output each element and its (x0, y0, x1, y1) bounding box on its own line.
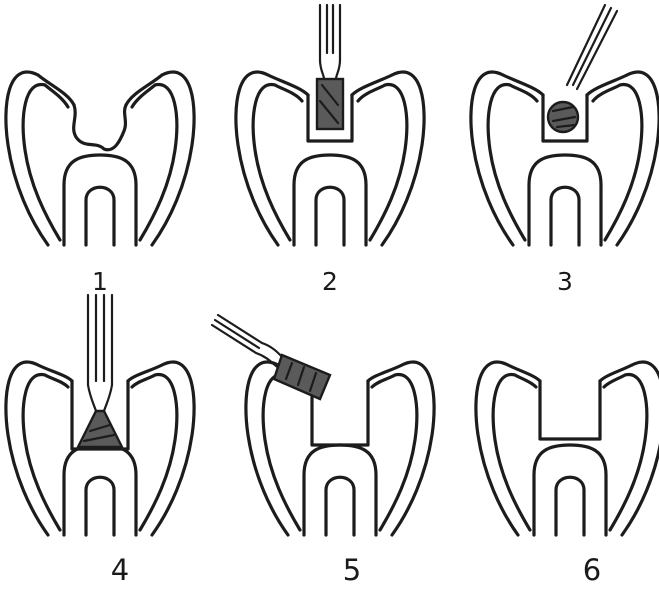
fissure-bur-icon (212, 315, 330, 399)
tooth-outline (6, 72, 194, 245)
panel-label-6: 6 (583, 553, 601, 587)
tooth-outline (471, 72, 659, 245)
cylindrical-bur-icon (317, 5, 343, 129)
tooth-outline (246, 362, 434, 535)
panel-label-5: 5 (343, 553, 361, 587)
inverted-cone-bur-icon (78, 295, 122, 447)
finished-cavity (540, 381, 600, 439)
panel-4: 4 (6, 295, 194, 587)
panel-label-3: 3 (557, 267, 573, 296)
panel-3: 3 (471, 5, 659, 296)
tooth-outline (476, 362, 659, 535)
panel-label-4: 4 (111, 553, 129, 587)
panel-label-1: 1 (92, 267, 108, 296)
panel-2: 2 (236, 5, 424, 296)
panel-5: 5 (212, 315, 434, 587)
panel-label-2: 2 (322, 267, 338, 296)
panel-6: 6 (476, 362, 659, 587)
carious-lesion (74, 105, 126, 150)
tooth-outline (6, 362, 194, 535)
panel-1: 1 (6, 72, 194, 296)
round-bur-icon (548, 5, 617, 132)
